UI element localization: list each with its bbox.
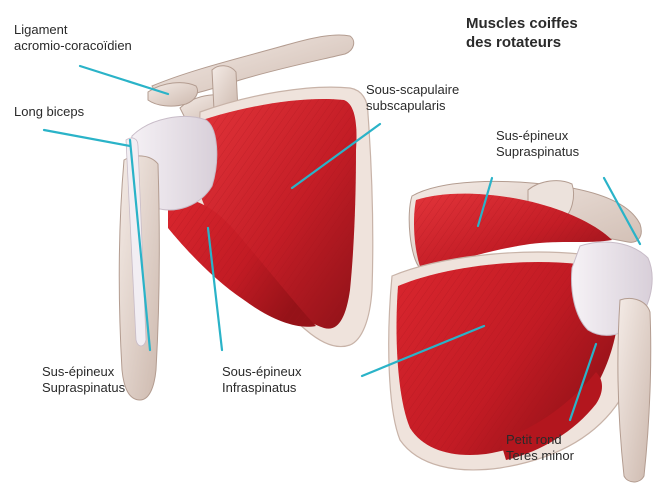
title-line-2: des rotateurs — [466, 33, 578, 52]
leader-long-biceps — [44, 130, 130, 146]
title-line-1: Muscles coiffes — [466, 14, 578, 33]
humerus-shaft-right — [618, 299, 651, 483]
label-ligament: Ligament acromio-coracoïdien — [14, 22, 132, 54]
leader-ligament — [80, 66, 168, 94]
label-ligament-line-2: acromio-coracoïdien — [14, 38, 132, 54]
label-subscapularis-line-1: Sous-scapulaire — [366, 82, 459, 98]
label-long-biceps-line-1: Long biceps — [14, 104, 84, 120]
label-supraspinatus-left-line-2: Supraspinatus — [42, 380, 125, 396]
label-infraspinatus: Sous-épineux Infraspinatus — [222, 364, 302, 396]
label-supraspinatus-right: Sus-épineux Supraspinatus — [496, 128, 579, 160]
label-ligament-line-1: Ligament — [14, 22, 132, 38]
label-teres-minor: Petit rond Teres minor — [506, 432, 574, 464]
label-subscapularis: Sous-scapulaire subscapularis — [366, 82, 459, 114]
label-infraspinatus-line-2: Infraspinatus — [222, 380, 302, 396]
label-supraspinatus-left-line-1: Sus-épineux — [42, 364, 125, 380]
label-supraspinatus-right-line-2: Supraspinatus — [496, 144, 579, 160]
label-infraspinatus-line-1: Sous-épineux — [222, 364, 302, 380]
label-long-biceps: Long biceps — [14, 104, 84, 120]
label-supraspinatus-left: Sus-épineux Supraspinatus — [42, 364, 125, 396]
diagram-title: Muscles coiffes des rotateurs — [466, 14, 578, 52]
label-supraspinatus-right-line-1: Sus-épineux — [496, 128, 579, 144]
label-teres-minor-line-2: Teres minor — [506, 448, 574, 464]
label-subscapularis-line-2: subscapularis — [366, 98, 459, 114]
label-teres-minor-line-1: Petit rond — [506, 432, 574, 448]
